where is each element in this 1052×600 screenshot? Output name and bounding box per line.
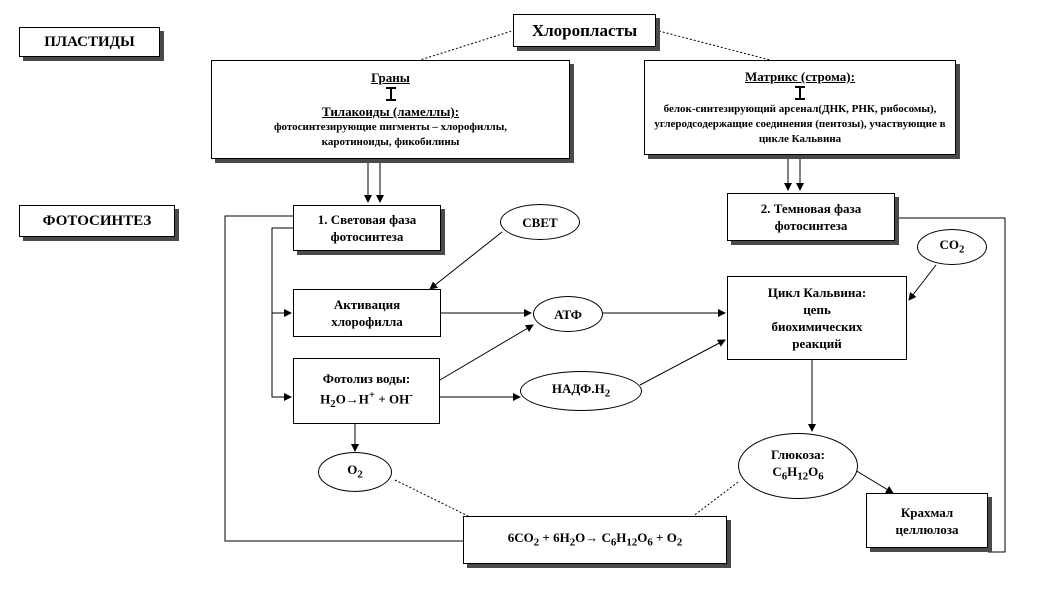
matrix-text: белок-синтезирующий арсенал(ДНК, РНК, ри… [654, 103, 946, 145]
formula-part: 2 [533, 536, 540, 549]
formula-part: O [347, 461, 358, 477]
calvin-text: цепь биохимических реакций [771, 302, 863, 351]
plastids-label-text: ПЛАСТИДЫ [44, 33, 135, 50]
equation-text: 6CO2 + 6H2O→ C6H12O6 + O2 [508, 529, 683, 552]
chloroplasts-text: Хлоропласты [531, 20, 638, 40]
formula-part: 2 [604, 387, 611, 400]
matrix-title: Матрикс (строма): [745, 69, 855, 84]
formula-part: C [772, 464, 782, 480]
dark-phase-text: 2. Темновая фаза фотосинтеза [760, 201, 862, 233]
plastids-label: ПЛАСТИДЫ [19, 27, 160, 57]
atp-text: АТФ [554, 306, 582, 322]
photolysis-box: Фотолиз воды: H2O→H+ + OH- [293, 358, 440, 424]
glucose-to-starch-arrow [854, 469, 894, 494]
formula-part: 6 [647, 536, 653, 549]
glucose-equation-dashed [691, 481, 739, 518]
formula-part: O [808, 464, 819, 480]
formula-part: + OH [375, 390, 410, 406]
formula-part: 2 [569, 536, 576, 549]
activation-box: Активация хлорофилла [293, 289, 441, 337]
formula-part: 12 [797, 470, 809, 483]
formula-part: 2 [357, 468, 363, 481]
light-phase-text: 1. Световая фаза фотосинтеза [317, 212, 417, 244]
photosynthesis-label-text: ФОТОСИНТЕЗ [42, 212, 152, 229]
grana-title: Граны [371, 70, 410, 85]
light-to-activation-arrow-diag [429, 231, 503, 290]
starch-line1: Крахмал [900, 504, 954, 520]
chloroplast-grana-line [419, 29, 516, 61]
equation-box: 6CO2 + 6H2O→ C6H12O6 + O2 [463, 516, 727, 564]
light-text: СВЕТ [522, 214, 558, 230]
formula-part: O [637, 529, 648, 545]
outer-loop-right [895, 217, 1006, 553]
co2-text: CO2 [940, 236, 965, 259]
photolysis-formula: H2O→H+ + OH- [320, 387, 413, 413]
formula-part: CO [939, 236, 960, 252]
formula-part: + 6H [539, 529, 570, 545]
photolysis-title: Фотолиз воды: [322, 370, 411, 386]
matrix-box: Матрикс (строма): белок-синтезирующий ар… [644, 60, 956, 155]
o2-equation-dashed [394, 479, 471, 518]
formula-part: 12 [626, 536, 638, 549]
formula-part: H [787, 464, 798, 480]
light-to-photolysis-arrow [271, 313, 292, 401]
grana-subtitle: Тилакоиды (ламеллы): [321, 104, 460, 119]
formula-part: 6CO [507, 529, 534, 545]
formula-part: + O [652, 529, 677, 545]
calvin-title: Цикл Кальвина: [767, 285, 867, 300]
o2-text: O2 [347, 461, 363, 484]
light-phase-box: 1. Световая фаза фотосинтеза [293, 205, 441, 251]
glucose-title: Глюкоза: [771, 447, 825, 463]
formula-part: НАДФ.H [551, 380, 605, 396]
o2-ellipse: O2 [318, 452, 392, 492]
matrix-connector-icon [795, 86, 805, 100]
glucose-formula: C6H12O6 [772, 463, 823, 486]
grana-connector-icon [385, 87, 396, 101]
formula-part: 6 [610, 536, 617, 549]
calvin-box: Цикл Кальвина: цепь биохимических реакци… [727, 276, 907, 360]
glucose-ellipse: Глюкоза: C6H12O6 [738, 433, 858, 499]
formula-part: 2 [676, 536, 683, 549]
formula-part: 2 [330, 397, 336, 410]
formula-part: H [616, 529, 627, 545]
formula-part: O→H [335, 390, 369, 406]
chloroplast-matrix-line [654, 29, 771, 61]
activation-text: Активация хлорофилла [331, 297, 403, 329]
co2-ellipse: CO2 [917, 229, 987, 265]
formula-part: O→ C [575, 529, 611, 545]
dark-phase-box: 2. Темновая фаза фотосинтеза [727, 193, 895, 241]
nadph-text: НАДФ.H2 [552, 380, 610, 403]
formula-part: 6 [781, 470, 788, 483]
starch-box: Крахмал целлюлоза [866, 493, 988, 548]
formula-part: - [409, 388, 413, 401]
formula-part: 6 [818, 470, 824, 483]
formula-part: H [320, 390, 331, 406]
outer-loop-left [224, 215, 463, 542]
nadph-ellipse: НАДФ.H2 [520, 371, 642, 411]
atp-ellipse: АТФ [533, 296, 603, 332]
light-ellipse: СВЕТ [500, 204, 580, 240]
co2-to-calvin-arrow [908, 264, 937, 301]
light-to-activation-arrow [271, 227, 293, 317]
photosynthesis-label: ФОТОСИНТЕЗ [19, 205, 175, 237]
nadph-to-calvin-arrow [639, 339, 726, 386]
grana-text: фотосинтезирующие пигменты – хлорофиллы,… [273, 121, 508, 148]
formula-part: 2 [959, 243, 965, 256]
starch-line2: целлюлоза [895, 521, 959, 537]
photolysis-to-atp-arrow [439, 324, 534, 381]
chloroplasts-box: Хлоропласты [513, 14, 656, 47]
formula-part: + [368, 388, 376, 401]
grana-box: Граны Тилакоиды (ламеллы): фотосинтезиру… [211, 60, 570, 159]
